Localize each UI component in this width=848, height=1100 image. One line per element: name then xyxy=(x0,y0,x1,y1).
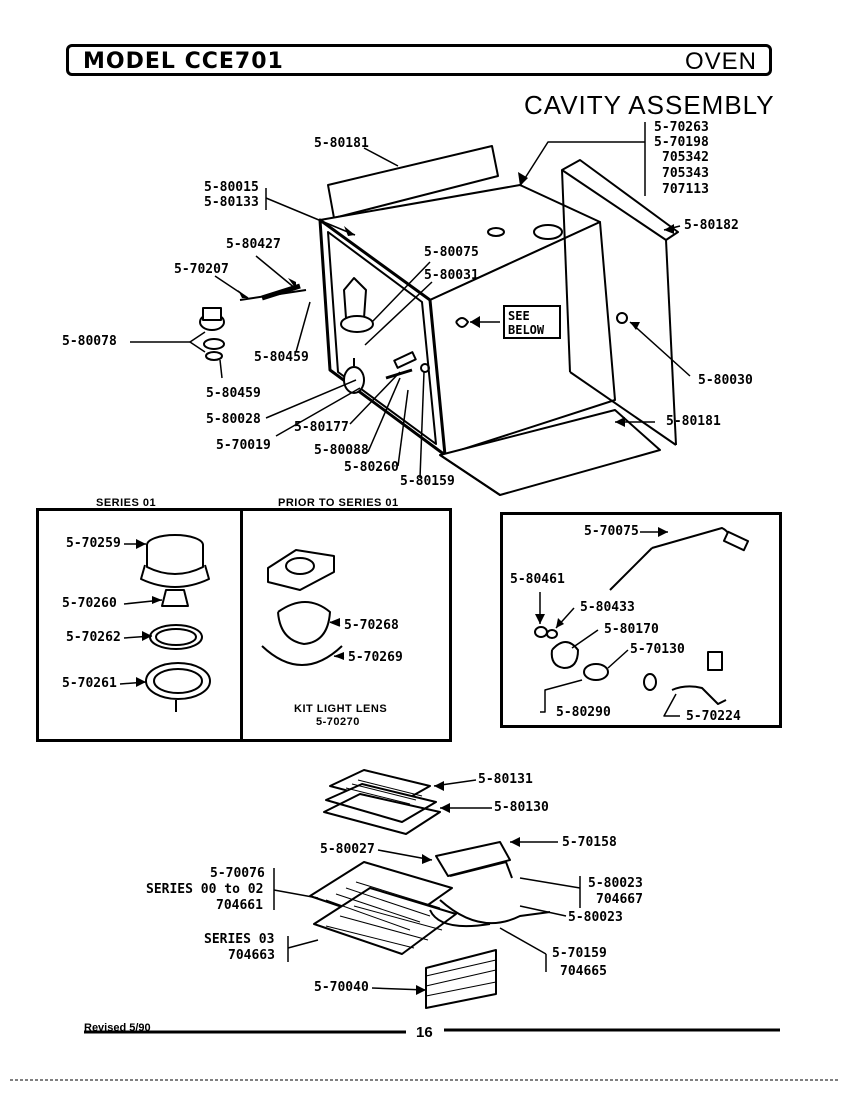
part-label: 5-80015 xyxy=(204,180,259,195)
part-label: 705343 xyxy=(662,166,709,181)
part-label: 5-70158 xyxy=(562,835,617,850)
part-label: 5-80088 xyxy=(314,443,369,458)
part-label: 704667 xyxy=(596,892,643,907)
part-label: 5-80182 xyxy=(684,218,739,233)
assembly-title: CAVITY ASSEMBLY xyxy=(524,90,775,120)
part-label: 5-80459 xyxy=(254,350,309,365)
part-label: 5-80177 xyxy=(294,420,349,435)
part-label: 5-80075 xyxy=(424,245,479,260)
part-label: 5-80027 xyxy=(320,842,375,857)
part-label: 5-70075 xyxy=(584,524,639,539)
section-title: OVEN xyxy=(684,48,757,75)
part-label: 5-80459 xyxy=(206,386,261,401)
part-label: 704663 xyxy=(228,948,275,963)
series-label: SERIES 03 xyxy=(204,932,275,947)
prior-series-heading: PRIOR TO SERIES 01 xyxy=(278,497,399,509)
cavity-leader-lines xyxy=(130,122,691,479)
part-label: 704661 xyxy=(216,898,263,913)
part-label: 5-70261 xyxy=(62,676,117,691)
model-title: MODEL CCE701 xyxy=(83,49,284,74)
part-label: 5-70268 xyxy=(344,618,399,633)
part-label: 5-70159 xyxy=(552,946,607,961)
panel-divider xyxy=(240,511,243,739)
header-box: MODEL CCE701 OVEN xyxy=(66,44,772,76)
part-label: 5-70076 xyxy=(210,866,265,881)
part-label: 5-70198 xyxy=(654,135,709,150)
part-label: 5-80030 xyxy=(698,373,753,388)
part-label: 5-70040 xyxy=(314,980,369,995)
part-label: 5-70259 xyxy=(66,536,121,551)
part-label: 5-80461 xyxy=(510,572,565,587)
sensor-panel xyxy=(500,512,782,728)
part-label: 5-80260 xyxy=(344,460,399,475)
part-label: 705342 xyxy=(662,150,709,165)
see-below-line-1: SEE xyxy=(508,309,530,323)
part-label: 5-70263 xyxy=(654,120,709,135)
oven-cavity-drawing xyxy=(199,145,679,496)
part-label: 5-80170 xyxy=(604,622,659,637)
part-label: 5-70262 xyxy=(66,630,121,645)
part-label: 5-80130 xyxy=(494,800,549,815)
part-label: 5-80427 xyxy=(226,237,281,252)
part-label: 5-80078 xyxy=(62,334,117,349)
part-label: 707113 xyxy=(662,182,709,197)
see-below-line-2: BELOW xyxy=(508,323,545,337)
page-number: 16 xyxy=(416,1024,433,1041)
arrowheads xyxy=(136,172,674,995)
series-range-label: SERIES 00 to 02 xyxy=(146,882,264,897)
part-label: 5-80023 xyxy=(568,910,623,925)
part-label: 5-70224 xyxy=(686,709,741,724)
part-label: 5-80028 xyxy=(206,412,261,427)
part-label: 5-80181 xyxy=(666,414,721,429)
part-label: 5-80290 xyxy=(556,705,611,720)
series-light-drawings xyxy=(140,534,343,712)
part-label: 5-70130 xyxy=(630,642,685,657)
part-label: 5-80159 xyxy=(400,474,455,489)
part-label: 5-70260 xyxy=(62,596,117,611)
sensor-leader-lines xyxy=(539,531,680,717)
kit-part-number: 5-70270 xyxy=(316,716,360,728)
part-label: 5-70019 xyxy=(216,438,271,453)
part-label: 5-80133 xyxy=(204,195,259,210)
part-label: 5-80433 xyxy=(580,600,635,615)
sensor-drawings xyxy=(534,527,750,705)
rack-drawings xyxy=(309,769,551,1009)
part-label: 5-70207 xyxy=(174,262,229,277)
kit-light-lens-label: KIT LIGHT LENS xyxy=(294,703,388,715)
part-label: 5-80031 xyxy=(424,268,479,283)
part-label: 5-80131 xyxy=(478,772,533,787)
revised-date: Revised 5/90 xyxy=(84,1022,151,1034)
part-label: 5-70269 xyxy=(348,650,403,665)
see-below-callout: SEE BELOW xyxy=(503,305,561,339)
series-01-heading: SERIES 01 xyxy=(96,497,157,509)
part-label: 5-80023 xyxy=(588,876,643,891)
light-series-panel xyxy=(36,508,452,742)
part-label: 5-80181 xyxy=(314,136,369,151)
part-label: 704665 xyxy=(560,964,607,979)
